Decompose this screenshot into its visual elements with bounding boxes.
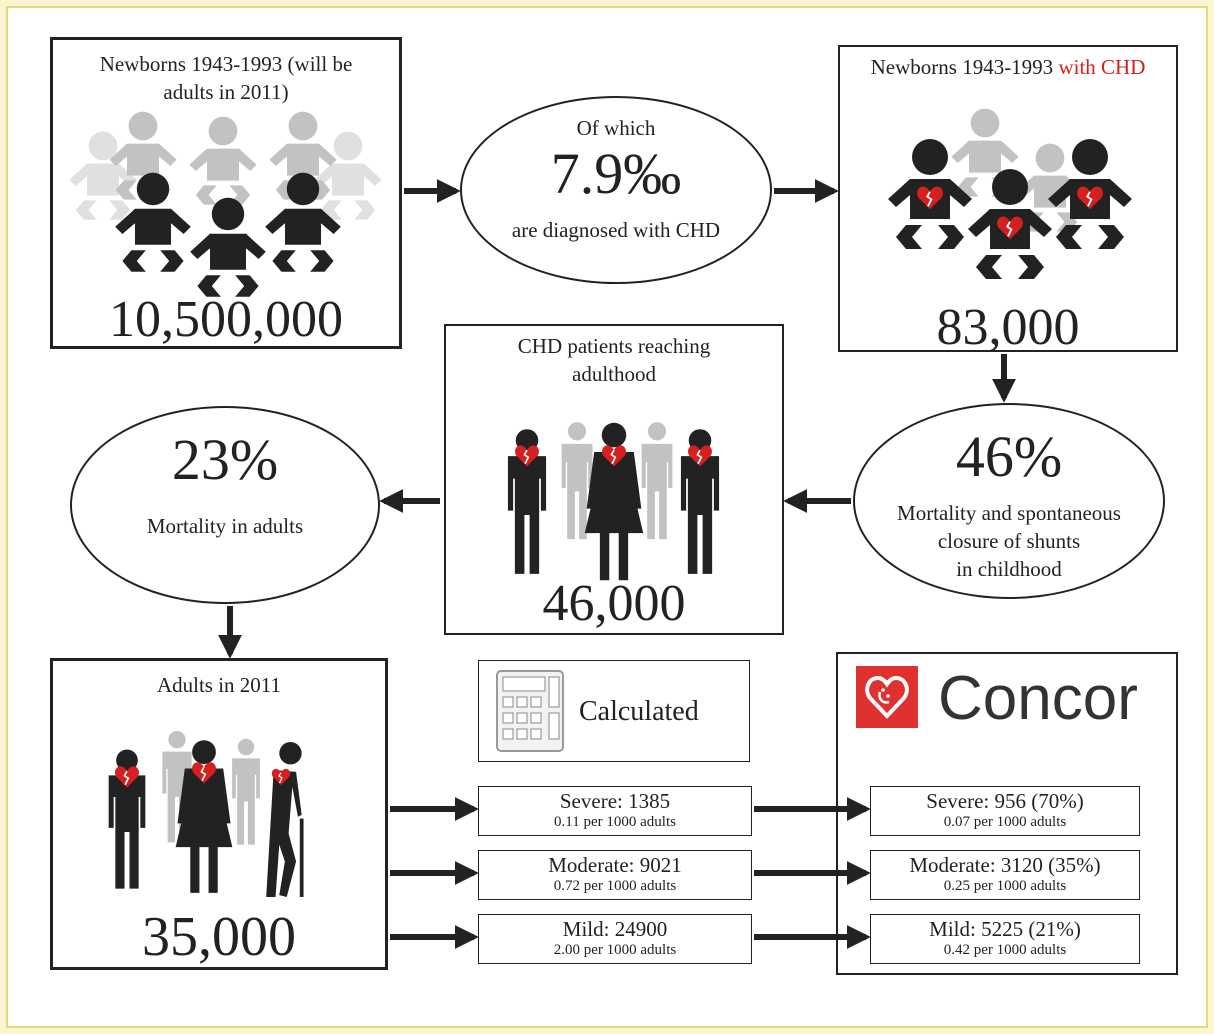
concor-moderate-label: Moderate: 3120 (35%) [909,853,1101,877]
newborns-count: 10,500,000 [109,291,343,348]
calc-moderate-label: Moderate: 9021 [548,853,682,877]
childhood-line-1: Mortality and spontaneous [897,501,1121,525]
childhood-ellipse: 46% Mortality and spontaneous closure of… [853,403,1165,599]
calc-row-mild: Mild: 24900 2.00 per 1000 adults [478,914,752,964]
newborns-chd-title-prefix: Newborns 1943-1993 [870,55,1054,79]
calc-row-severe: Severe: 1385 0.11 per 1000 adults [478,786,752,836]
adults-2011-title: Adults in 2011 [156,673,282,697]
newborns-chd-title-highlight: with CHD [1058,55,1146,79]
rate-value: 7.9‰ [550,141,682,206]
newborns-title-2: adults in 2011) [163,80,289,104]
adulthood-box: CHD patients reaching adulthood 46,000 [444,324,784,635]
childhood-line-3: in childhood [956,557,1062,581]
calculated-label: Calculated [579,696,699,727]
childhood-line-2: closure of shunts [937,529,1081,553]
calc-mild-rate: 2.00 per 1000 adults [553,942,677,958]
adult-mortality-value: 23% [171,427,279,492]
concor-row-mild: Mild: 5225 (21%) 0.42 per 1000 adults [870,914,1140,964]
rate-bottom: are diagnosed with CHD [511,218,721,242]
newborns-chd-title: Newborns 1943-1993 with CHD [840,55,1176,80]
calc-moderate-rate: 0.72 per 1000 adults [553,878,677,894]
heart-logo [856,666,918,728]
concor-mild-rate: 0.42 per 1000 adults [943,942,1067,958]
rate-ellipse: Of which 7.9‰ are diagnosed with CHD [460,96,772,284]
concor-moderate-rate: 0.25 per 1000 adults [943,878,1067,894]
concor-row-severe: Severe: 956 (70%) 0.07 per 1000 adults [870,786,1140,836]
adulthood-count: 46,000 [542,575,686,632]
rate-top: Of which [576,116,656,140]
calc-mild-label: Mild: 24900 [562,917,668,941]
adulthood-title-1: CHD patients reaching [517,334,711,358]
adults-2011-count: 35,000 [142,906,296,968]
adulthood-figures [507,422,720,581]
diagram-page: Newborns 1943-1993 (will be adults in 20… [6,6,1208,1028]
newborns-chd-figures [888,108,1132,279]
adults-2011-box: Adults in 2011 35,000 [50,658,388,970]
newborns-figures [69,111,382,297]
adult-mortality-label: Mortality in adults [146,514,304,538]
newborns-box: Newborns 1943-1993 (will be adults in 20… [50,37,402,349]
adulthood-title-2: adulthood [572,362,656,386]
concor-severe-rate: 0.07 per 1000 adults [943,814,1067,830]
concor-row-moderate: Moderate: 3120 (35%) 0.25 per 1000 adult… [870,850,1140,900]
childhood-value: 46% [955,424,1063,489]
calculated-legend: Calculated [478,660,750,762]
adult-mortality-ellipse: 23% Mortality in adults [70,406,380,604]
concor-brand: Concor [938,664,1138,733]
calculator-icon [496,670,564,752]
newborns-chd-box: Newborns 1943-1993 with CHD 83,000 [838,45,1178,356]
concor-mild-label: Mild: 5225 (21%) [929,917,1081,941]
calc-row-moderate: Moderate: 9021 0.72 per 1000 adults [478,850,752,900]
newborns-title-1: Newborns 1943-1993 (will be [99,52,353,76]
newborns-chd-count: 83,000 [936,299,1080,356]
concor-severe-label: Severe: 956 (70%) [926,789,1084,813]
adults-2011-figures [108,731,304,897]
calc-severe-label: Severe: 1385 [559,789,671,813]
calc-severe-rate: 0.11 per 1000 adults [554,814,676,830]
